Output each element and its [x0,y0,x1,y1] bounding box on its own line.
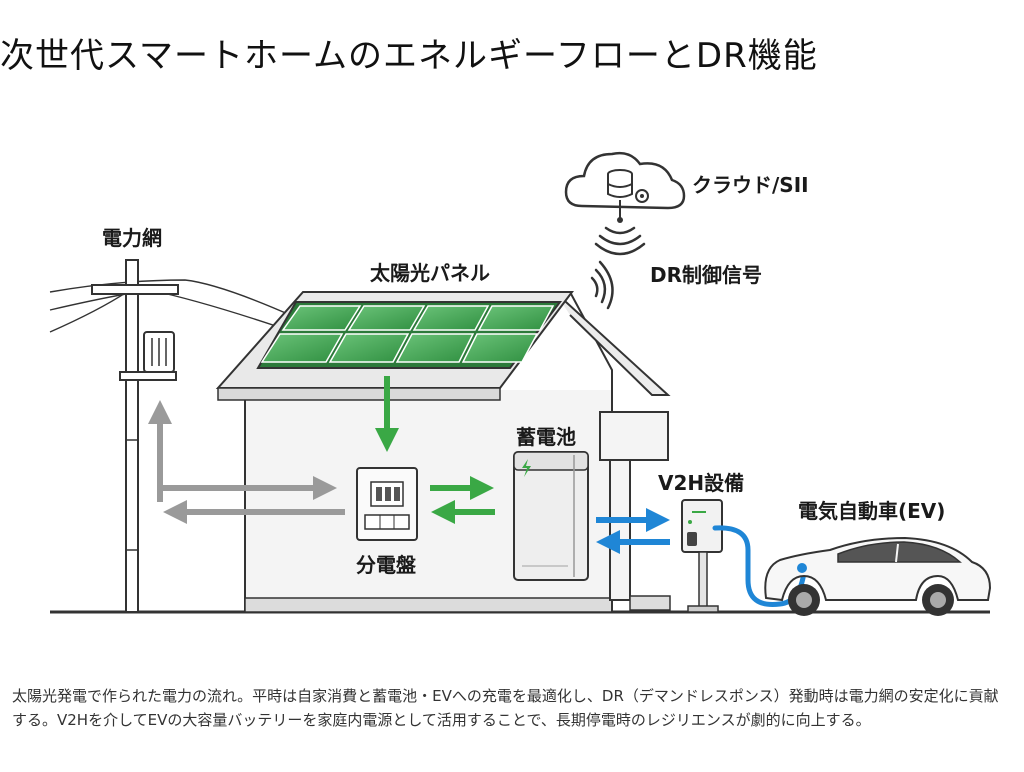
ev-label: 電気自動車(EV) [798,499,945,523]
panel-label: 分電盤 [356,553,417,577]
electric-car-icon [764,536,992,616]
battery-label: 蓄電池 [516,425,576,449]
wifi-signal-icon [594,226,646,256]
cloud-label: クラウド/SII [692,173,809,197]
dr-signal-label: DR制御信号 [650,263,762,287]
dr-signal-icon [590,260,614,310]
solar-label: 太陽光パネル [370,261,490,285]
distribution-panel-icon [356,467,418,541]
cloud-icon [564,151,686,223]
solar-panel-array [256,301,563,369]
v2h-label: V2H設備 [658,471,744,495]
battery-icon [513,451,589,581]
energy-flow-diagram: 電力網 太陽光パネル クラウド/SII DR制御信号 蓄電池 分電盤 V2H設備… [49,151,992,616]
caption-text: 太陽光発電で作られた電力の流れ。平時は自家消費と蓄電池・EVへの充電を最適化し、… [12,687,999,729]
utility-pole-icon [91,259,179,613]
grid-label: 電力網 [102,226,162,250]
meter-box [599,411,671,611]
v2h-charger-icon [681,499,723,613]
page-title: 次世代スマートホームのエネルギーフローとDR機能 [0,36,818,76]
